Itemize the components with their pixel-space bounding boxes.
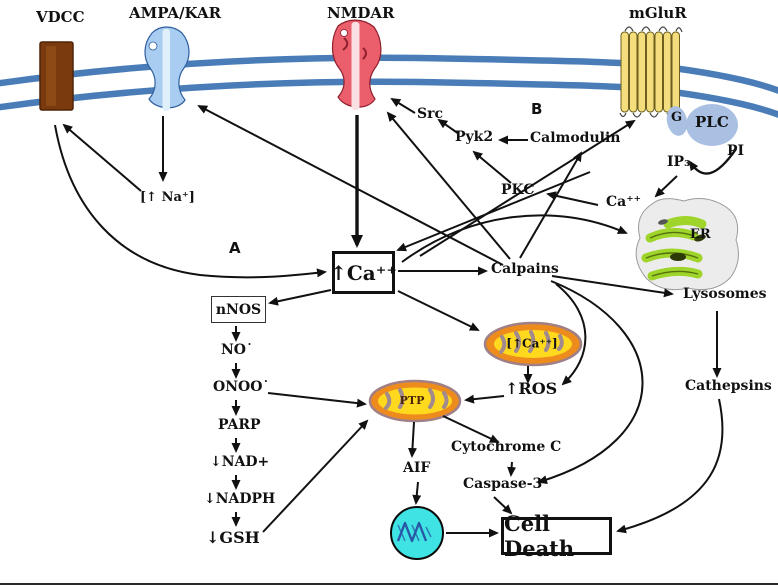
cathepsins-label: Cathepsins (685, 378, 772, 394)
arrow-calpains-to-nmdar (386, 111, 511, 260)
arrow-onoo-to-ptp (267, 392, 367, 408)
mglur-receptor-shape (619, 26, 683, 118)
arrow-pi-to-ip3 (688, 148, 737, 175)
arrow-ros-to-ptp (464, 394, 505, 404)
vdcc-label: VDCC (36, 8, 85, 26)
ip3-label: IP₃ (667, 154, 691, 170)
arrow-cabox-to-mito1 (397, 290, 480, 331)
calcium-increase-label: ↑Ca⁺⁺ (330, 260, 397, 285)
aif-label: AIF (403, 460, 431, 476)
ptp-label: PTP (399, 393, 425, 407)
g-protein-shape (666, 106, 688, 136)
plc-label: PLC (695, 113, 729, 131)
pkc-label: PKC (501, 182, 535, 198)
dna-helix-icon (396, 521, 428, 543)
arrow-calpains-to-ampa (197, 105, 504, 266)
arrow-aif-to-nucleus (412, 481, 422, 505)
ca-er-label: Ca⁺⁺ (606, 194, 641, 210)
ampa-label: AMPA/KAR (129, 4, 222, 22)
arrow-vdcc-to-cabox (54, 124, 327, 279)
plasma-membrane (0, 54, 778, 118)
nucleus-shape (390, 506, 444, 560)
plc-enzyme-shape (686, 104, 738, 146)
cell-death-label: Cell Death (504, 511, 575, 561)
nnos-label: nNOS (215, 301, 262, 318)
mglur-label: mGluR (629, 4, 687, 22)
arrow-ip3-to-er (654, 175, 678, 198)
calpains-label: Calpains (491, 261, 559, 277)
na-label: [↑ Na⁺] (140, 190, 195, 205)
arrow-pyk2-to-src (437, 118, 460, 135)
arrow-calpains-to-ros (555, 283, 587, 386)
lysosomes-label: Lysosomes (683, 286, 767, 302)
onoo-label: ONOO˙ (213, 379, 270, 395)
calcium-increase-box: ↑Ca⁺⁺ (330, 251, 397, 294)
no-label: NO˙ (221, 342, 253, 358)
arrow-src-to-nmdar (390, 97, 416, 114)
er-organelle-shape (635, 198, 739, 291)
caspase3-label: Caspase-3 (463, 476, 543, 492)
pi-label: PI (727, 143, 745, 159)
mitochondrion-calcium-shape (483, 321, 583, 367)
nad-label: ↓NAD+ (210, 454, 270, 470)
g-protein-label: G (671, 110, 683, 125)
arrow-cathepsins-to-celldeath (616, 398, 724, 534)
nmdar-label: NMDAR (327, 4, 395, 22)
cytochrome-c-label: Cytochrome C (451, 439, 562, 455)
calmodulin-label: Calmodulin (530, 130, 621, 146)
src-label: Src (417, 106, 444, 122)
arrow-cytc-to-caspase3 (507, 461, 517, 477)
er-label: ER (690, 227, 711, 242)
arrow-cabox-to-mglur (419, 119, 636, 257)
cell-death-box: Cell Death (501, 511, 612, 561)
arrow-caspase3-to-celldeath (493, 496, 513, 515)
arrow-cabox-to-er (401, 214, 628, 263)
arrow-cabox-to-nnos (268, 289, 332, 306)
arrow-ptp-to-aif (407, 421, 417, 458)
nadph-label: ↓NADPH (204, 491, 276, 507)
ampa-receptor-shape (144, 26, 190, 111)
arrow-ptp-to-cytc (442, 415, 500, 443)
ros-label: ↑ROS (505, 379, 558, 398)
arrow-calpains-to-lysosomes (551, 275, 674, 298)
arrow-na-to-vdcc (62, 123, 142, 192)
section-b-label: B (531, 100, 543, 118)
nnos-box: nNOS (211, 296, 266, 323)
parp-label: PARP (218, 417, 261, 433)
arrow-calpains-to-caspase3 (537, 280, 644, 484)
arrow-calpains-to-calmodulin (519, 151, 583, 259)
mito-calcium-label: [↑Ca⁺⁺] (506, 336, 558, 351)
section-a-label: A (229, 239, 241, 257)
vdcc-channel-shape (39, 41, 74, 111)
mitochondrion-ptp-shape (368, 379, 462, 423)
nmdar-receptor-shape (331, 19, 382, 110)
pyk2-label: Pyk2 (455, 129, 494, 145)
arrow-erca-to-cabox (396, 171, 591, 252)
arrow-pkc-to-pyk2 (472, 150, 512, 184)
gsh-label: ↓GSH (206, 528, 260, 547)
arrow-gsh-to-ptp (262, 419, 369, 533)
